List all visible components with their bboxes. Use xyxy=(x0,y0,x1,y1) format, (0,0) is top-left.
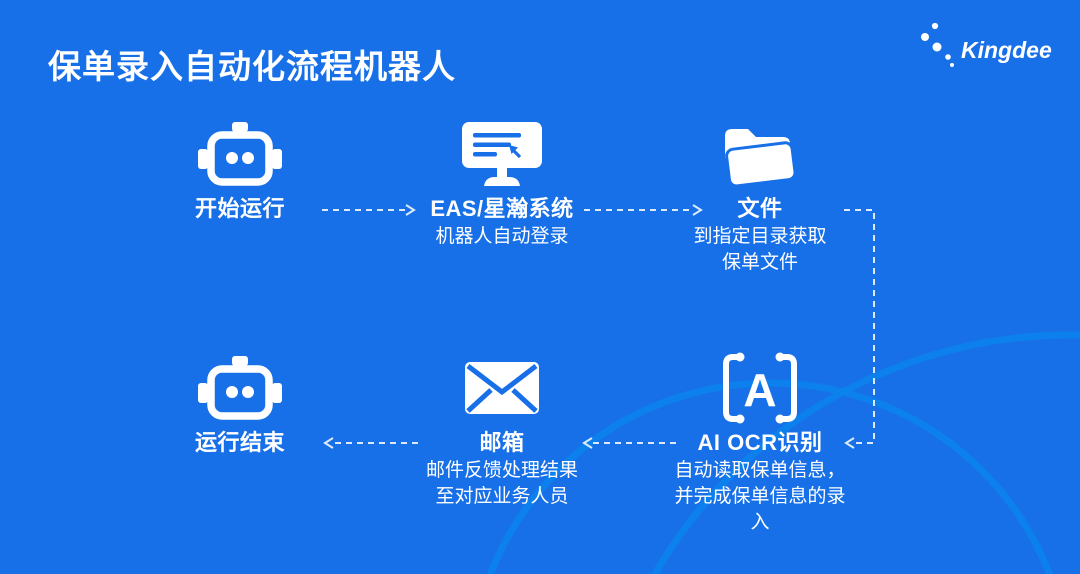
monitor-icon xyxy=(460,112,544,196)
node-label: 文件 xyxy=(737,196,783,221)
robot-icon xyxy=(198,346,282,430)
flow-node-start: 开始运行 xyxy=(120,112,360,222)
kingdee-logo-text: Kingdee xyxy=(961,37,1052,63)
flow-node-ocr: A AI OCR识别 自动读取保单信息， 并完成保单信息的录 入 xyxy=(640,346,880,536)
mail-icon xyxy=(464,346,540,430)
ai-ocr-icon: A xyxy=(720,346,800,430)
flow-node-eas: EAS/星瀚系统 机器人自动登录 xyxy=(382,112,622,250)
robot-icon xyxy=(198,112,282,196)
folder-icon xyxy=(718,112,802,196)
node-sublabel: 邮件反馈处理结果 至对应业务人员 xyxy=(425,460,578,507)
flow-node-mail: 邮箱 邮件反馈处理结果 至对应业务人员 xyxy=(382,346,622,510)
flow-node-end: 运行结束 xyxy=(120,346,360,456)
node-label: 运行结束 xyxy=(194,430,285,455)
ocr-letter: A xyxy=(743,364,776,416)
page-title: 保单录入自动化流程机器人 xyxy=(48,48,456,85)
node-sublabel: 到指定目录获取 保单文件 xyxy=(693,226,827,273)
flow-node-file: 文件 到指定目录获取 保单文件 xyxy=(640,112,880,276)
kingdee-dots-icon xyxy=(921,22,954,67)
node-label: AI OCR识别 xyxy=(697,430,823,455)
kingdee-logo: Kingdee xyxy=(921,22,1052,67)
node-sublabel: 机器人自动登录 xyxy=(435,226,569,247)
node-label: 邮箱 xyxy=(479,430,525,455)
node-label: 开始运行 xyxy=(194,196,285,221)
node-label: EAS/星瀚系统 xyxy=(430,196,574,221)
node-sublabel: 自动读取保单信息， 并完成保单信息的录 入 xyxy=(674,460,846,533)
